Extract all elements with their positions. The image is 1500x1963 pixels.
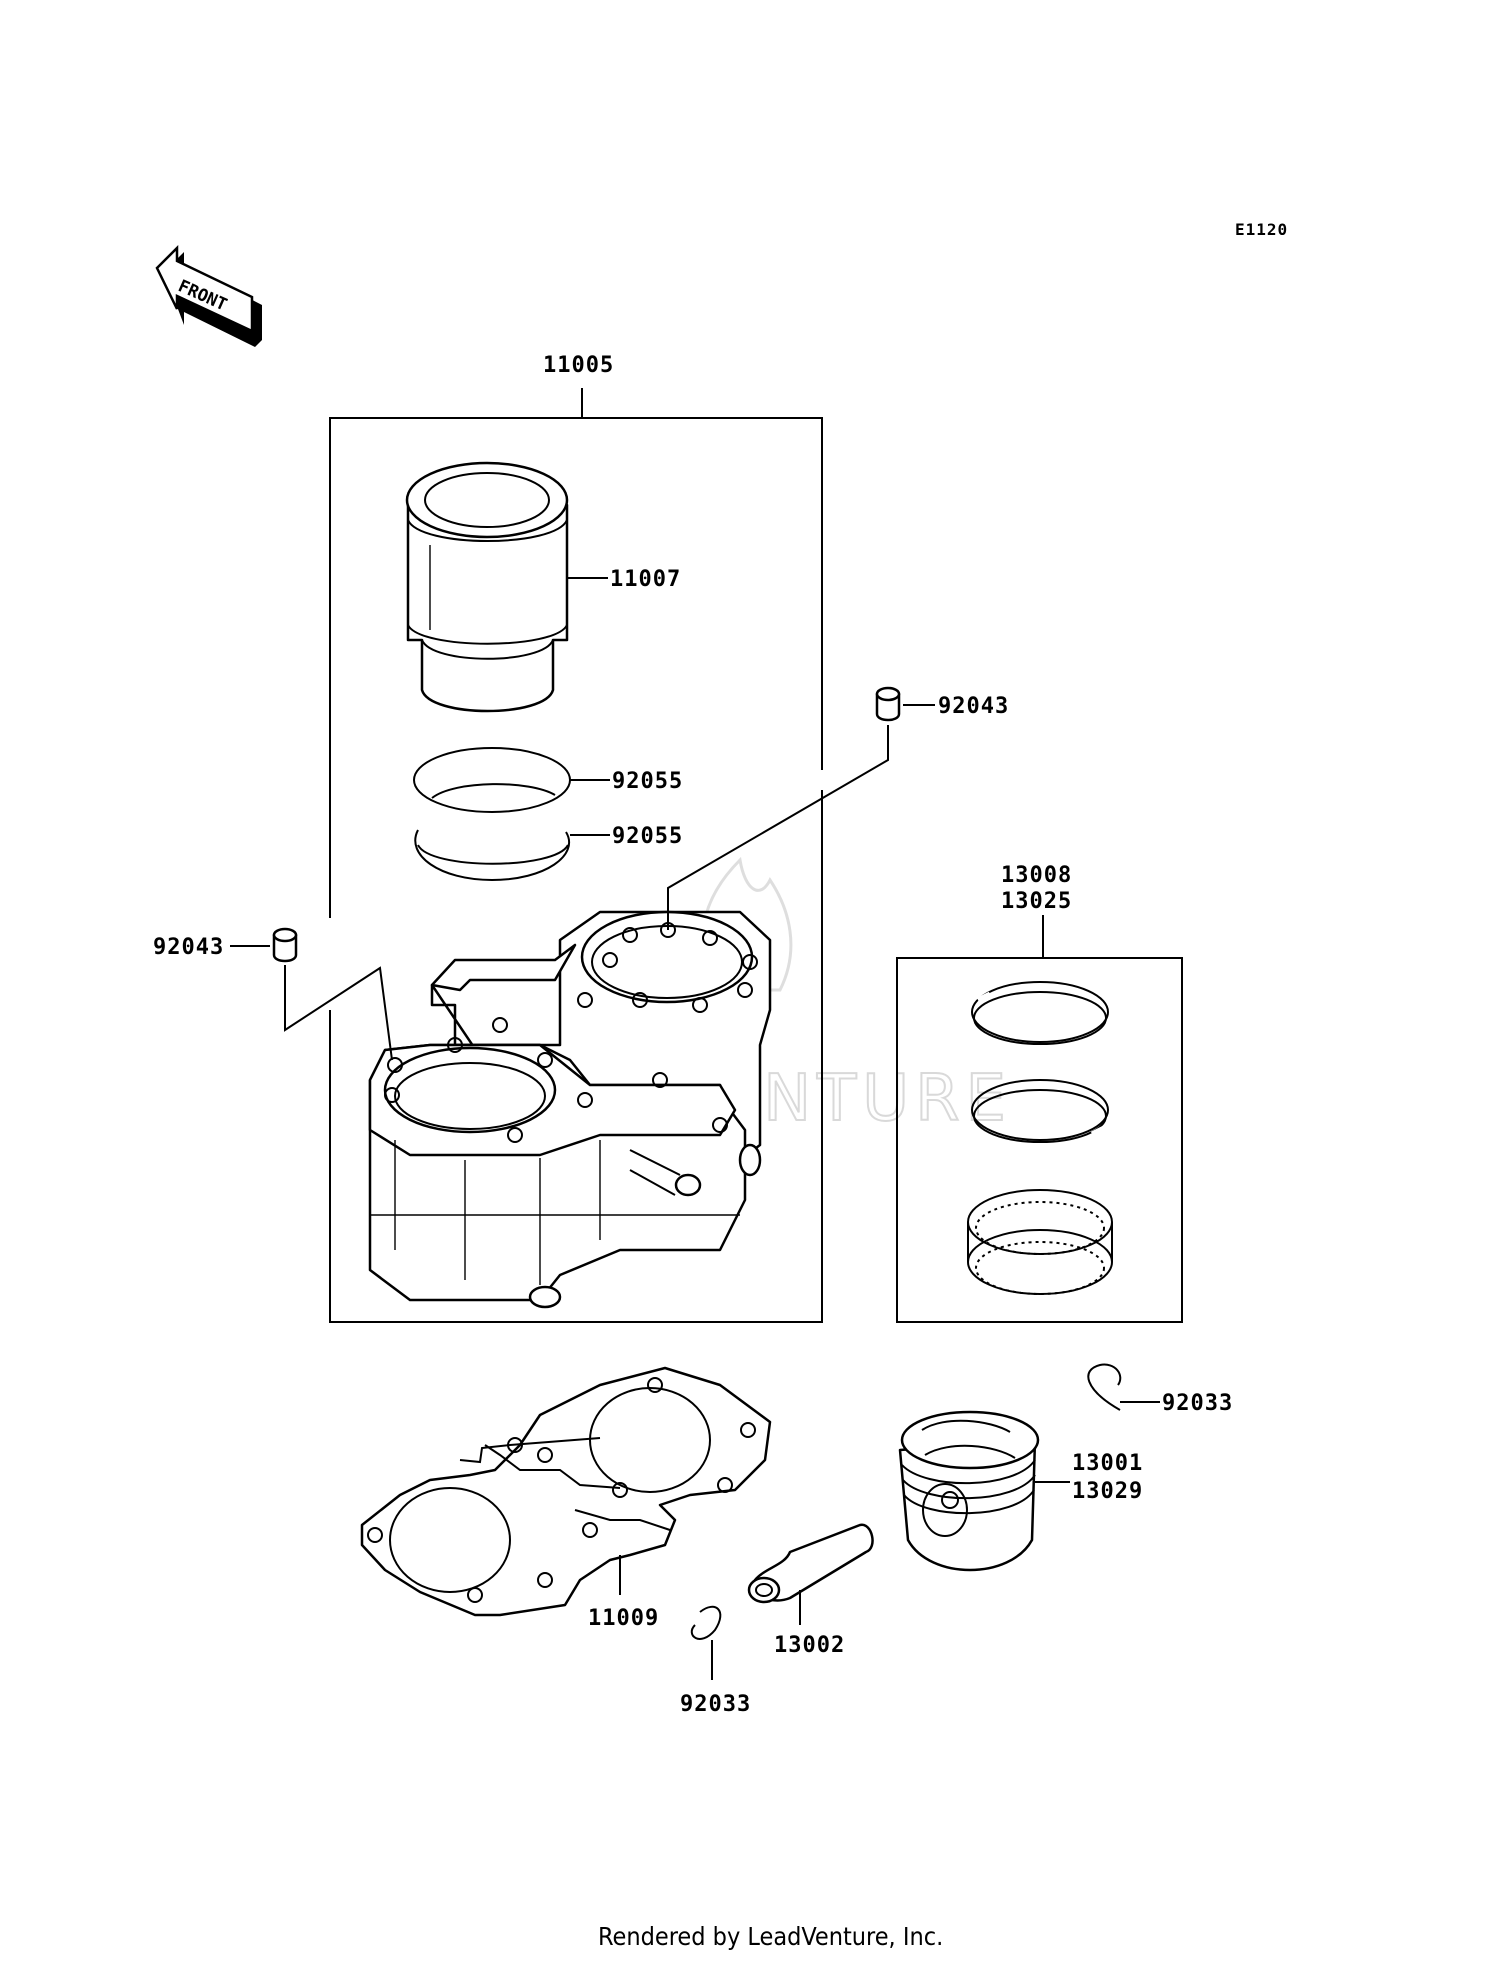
callout-92033-right[interactable]: 92033 bbox=[1162, 1391, 1233, 1416]
callout-92043-left[interactable]: 92043 bbox=[153, 935, 224, 960]
cylinder-liner-part[interactable] bbox=[405, 461, 569, 713]
second-ring-part[interactable] bbox=[971, 1079, 1109, 1143]
callout-13002[interactable]: 13002 bbox=[774, 1633, 845, 1658]
callout-92055-a[interactable]: 92055 bbox=[612, 769, 683, 794]
dowel-pin-right-part[interactable] bbox=[875, 686, 901, 722]
callout-11007[interactable]: 11007 bbox=[610, 567, 681, 592]
piston-pin-part[interactable] bbox=[747, 1523, 874, 1604]
o-ring-upper-part[interactable] bbox=[413, 747, 571, 813]
oil-ring-part[interactable] bbox=[967, 1189, 1113, 1295]
front-arrow-icon: FRONT bbox=[155, 244, 262, 347]
dowel-pin-left-part[interactable] bbox=[272, 927, 298, 963]
o-ring-lower-part[interactable] bbox=[414, 829, 571, 882]
callout-13025[interactable]: 13025 bbox=[1001, 889, 1072, 914]
callout-13008[interactable]: 13008 bbox=[1001, 863, 1072, 888]
diagram-code: E1120 bbox=[1235, 220, 1288, 239]
cylinder-assembly-group: 11005 11007 92055 92055 bbox=[329, 353, 823, 1323]
circlip-left-part[interactable] bbox=[690, 1605, 722, 1640]
piston-ring-set-group: 13008 13025 bbox=[896, 863, 1183, 1323]
callout-92033-left[interactable]: 92033 bbox=[680, 1692, 751, 1717]
cylinder-assembly-frame bbox=[329, 417, 823, 1323]
circlip-right-part[interactable] bbox=[1087, 1363, 1122, 1411]
ring-set-frame bbox=[896, 957, 1183, 1323]
footer-credit: Rendered by LeadVenture, Inc. bbox=[598, 1922, 943, 1951]
cylinder-block-part[interactable] bbox=[368, 910, 772, 1309]
callout-11005[interactable]: 11005 bbox=[543, 353, 614, 378]
callout-13001[interactable]: 13001 bbox=[1072, 1451, 1143, 1476]
piston-part[interactable] bbox=[898, 1410, 1040, 1572]
callout-92055-b[interactable]: 92055 bbox=[612, 824, 683, 849]
base-gasket-part[interactable] bbox=[360, 1366, 772, 1617]
top-ring-part[interactable] bbox=[971, 981, 1109, 1045]
callout-92043-right[interactable]: 92043 bbox=[938, 694, 1009, 719]
callout-13029[interactable]: 13029 bbox=[1072, 1479, 1143, 1504]
callout-11009[interactable]: 11009 bbox=[588, 1606, 659, 1631]
